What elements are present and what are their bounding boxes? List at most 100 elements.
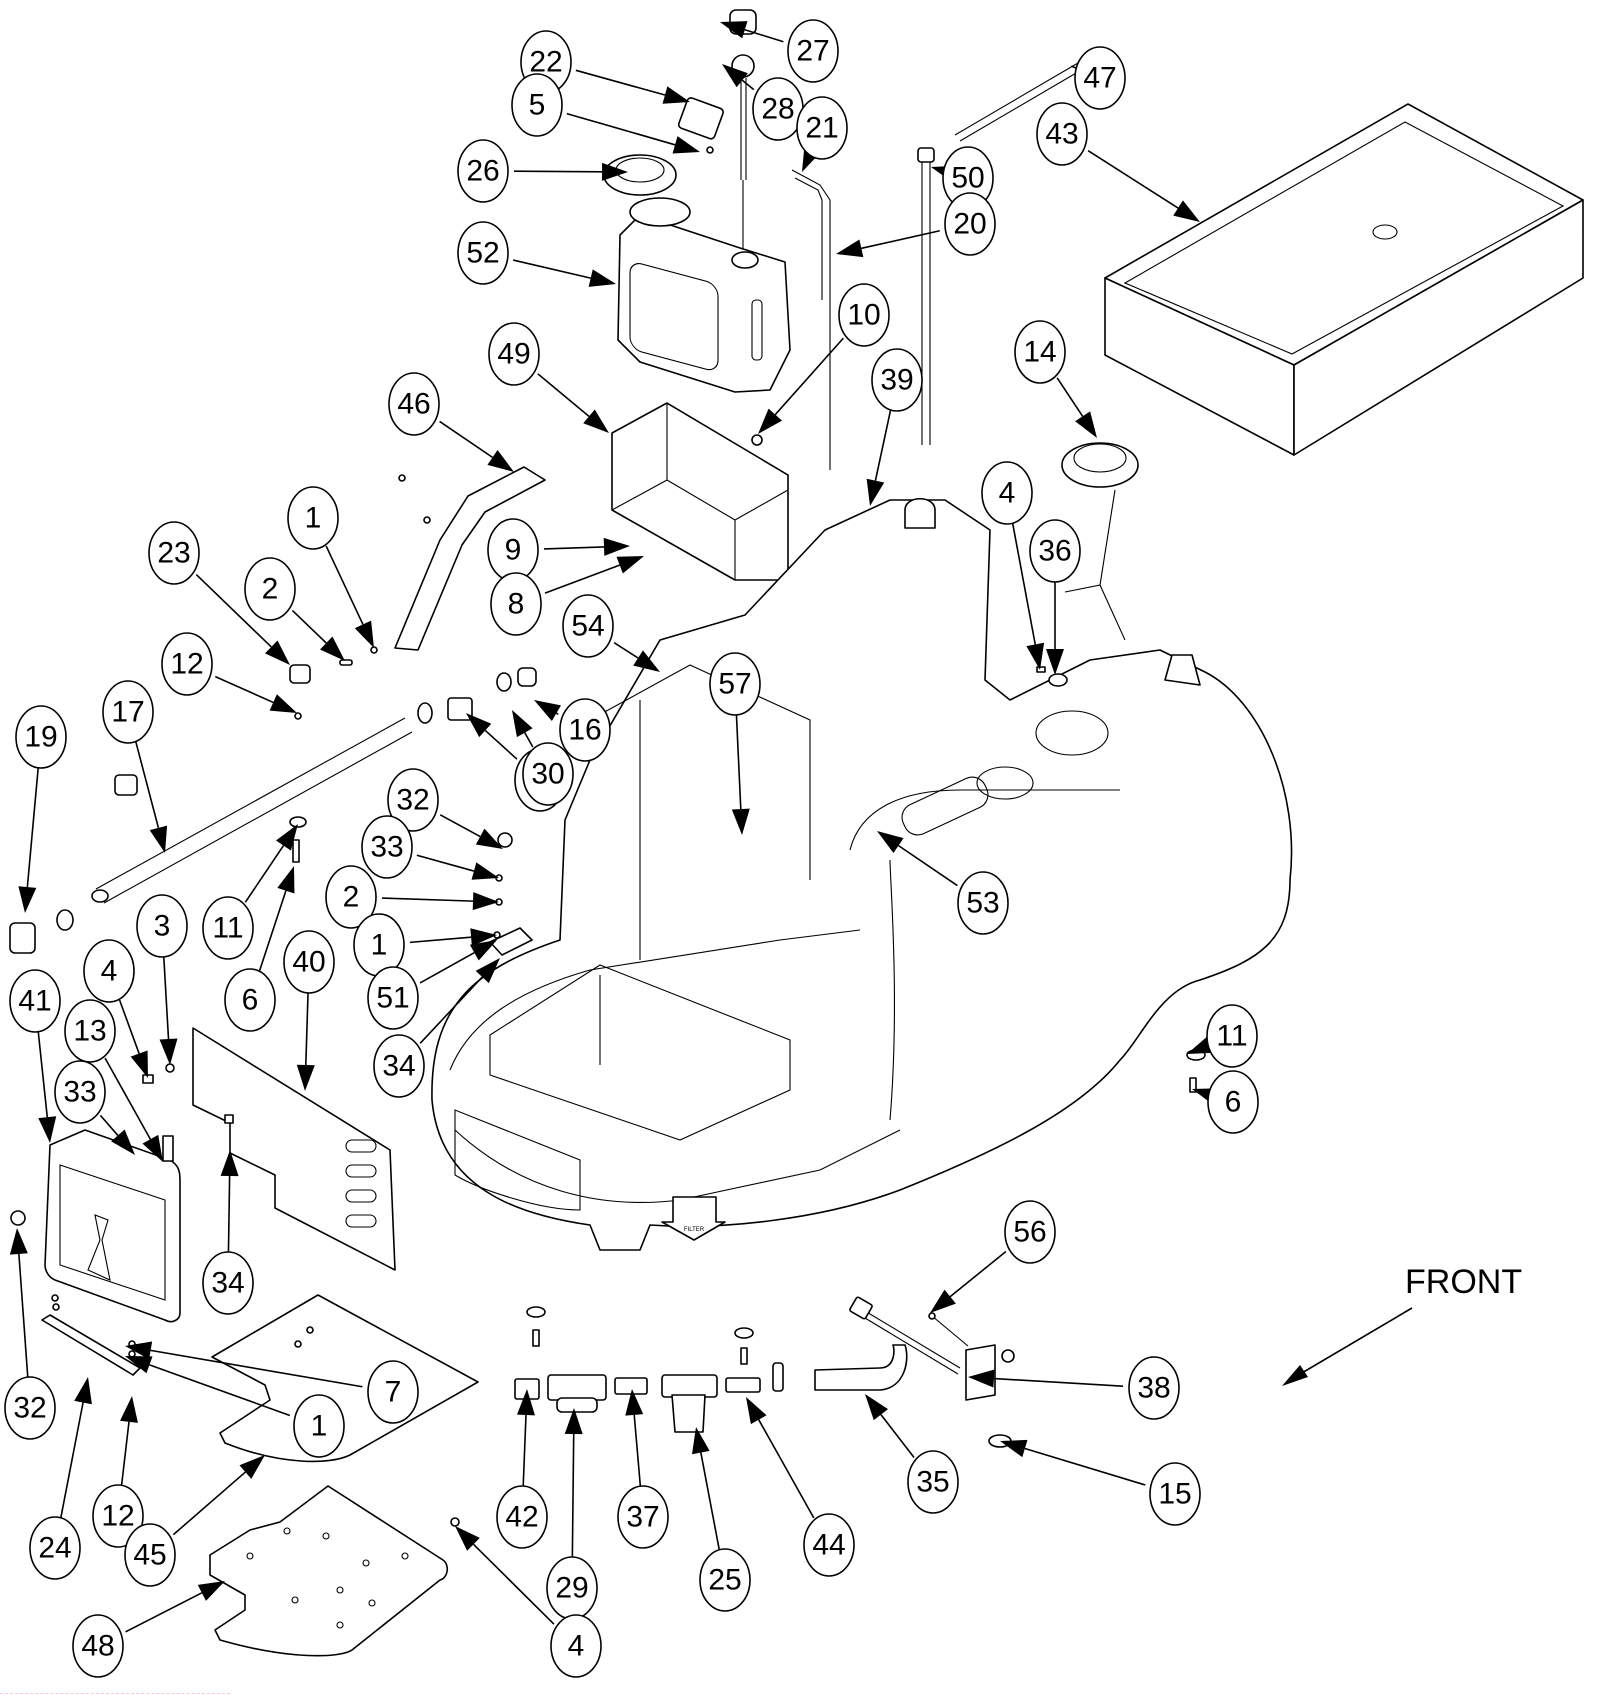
arrowhead-icon [276, 824, 298, 851]
arrowhead-icon [583, 409, 609, 433]
callout-46: 46 [388, 372, 514, 472]
hose-17 [9, 667, 537, 954]
leader-line [575, 69, 666, 96]
leader-line [556, 712, 559, 715]
arrowhead-icon [731, 808, 750, 835]
leader-line [125, 1592, 203, 1633]
arrowhead-icon [534, 700, 561, 721]
callout-number: 28 [761, 93, 794, 126]
leader-line [861, 229, 940, 250]
arrowhead-icon [672, 136, 700, 154]
arrowhead-icon [865, 1394, 889, 1421]
fill-cap-14 [1061, 442, 1139, 641]
front-arrow-line [1289, 1307, 1413, 1381]
callout-41: 41 [9, 969, 61, 1143]
callout-9: 9 [487, 518, 630, 582]
callout-43: 43 [1036, 102, 1200, 222]
arrowhead-icon [1173, 200, 1200, 222]
callout-circle [457, 221, 509, 285]
callout-42: 42 [496, 1389, 548, 1549]
callout-14: 14 [1014, 320, 1097, 438]
callout-17: 17 [102, 680, 168, 853]
callout-36: 36 [1029, 519, 1081, 675]
arrowhead-icon [564, 1408, 583, 1435]
callout-45: 45 [124, 1455, 265, 1587]
callout-number: 51 [376, 982, 409, 1015]
callout-6: 6 [224, 866, 295, 1032]
callout-30: 30 [512, 710, 574, 806]
callout-circle [367, 966, 419, 1030]
leader-line [172, 1471, 246, 1536]
callout-circle [15, 705, 67, 769]
arrowhead-icon [277, 866, 295, 894]
leader-line [744, 28, 784, 43]
callout-29: 29 [546, 1408, 598, 1620]
callout-number: 16 [568, 714, 601, 747]
callout-number: 9 [505, 534, 522, 567]
arrowhead-icon [475, 958, 500, 984]
arrowhead-icon [1000, 1439, 1028, 1458]
callout-number: 41 [18, 985, 51, 1018]
callout-number: 27 [796, 35, 829, 68]
tube-47 [954, 62, 1084, 142]
callout-number: 33 [63, 1076, 96, 1109]
arrowhead-icon [603, 537, 630, 556]
arrowhead-icon [455, 1526, 480, 1551]
callout-circle [325, 865, 377, 929]
callout-number: 2 [262, 573, 279, 606]
arrowhead-icon [691, 1427, 710, 1455]
leader-line [758, 1419, 815, 1519]
callout-50: 50 [931, 146, 994, 210]
arrowhead-icon [516, 1389, 535, 1416]
callout-44: 44 [746, 1397, 855, 1577]
callout-number: 14 [1023, 336, 1056, 369]
callout-circle [522, 742, 574, 806]
callout-circle [161, 632, 213, 696]
callout-4: 4 [455, 1526, 602, 1678]
callout-number: 21 [805, 112, 838, 145]
front-indicator: FRONT [1282, 1263, 1522, 1386]
leader-line [700, 1452, 721, 1550]
leader-line [439, 814, 481, 838]
arrowhead-icon [239, 1455, 265, 1479]
arrowhead-icon [220, 1150, 239, 1177]
callout-circle [981, 461, 1033, 525]
arrowhead-icon [111, 1129, 135, 1155]
callout-circle [1206, 1004, 1258, 1068]
leader-line [162, 956, 170, 1040]
callout-circle [283, 930, 335, 994]
leader-line [613, 642, 639, 659]
callout-number: 32 [13, 1392, 46, 1425]
arrowhead-icon [866, 478, 885, 506]
arrowhead-icon [38, 1116, 57, 1143]
callout-number: 3 [154, 910, 171, 943]
callout-number: 34 [211, 1267, 244, 1300]
leader-line [513, 170, 603, 173]
callout-number: 54 [571, 610, 604, 643]
callout-circle [124, 1523, 176, 1587]
callout-number: 7 [385, 1376, 402, 1409]
arrowhead-icon [877, 831, 904, 854]
callout-circle [373, 1034, 425, 1098]
leader-line [880, 1414, 915, 1458]
callout-number: 4 [101, 955, 118, 988]
callout-circle [202, 1251, 254, 1315]
arrowhead-icon [269, 694, 297, 713]
arrowhead-icon [1075, 411, 1097, 438]
callout-circle [1036, 102, 1088, 166]
callout-49: 49 [488, 322, 609, 433]
callout-circle [83, 939, 135, 1003]
callout-circle [871, 348, 923, 412]
leader-line [1056, 377, 1084, 417]
callout-circle [361, 815, 413, 879]
callout-number: 24 [38, 1532, 71, 1565]
callout-circle [617, 1485, 669, 1549]
callout-52: 52 [457, 221, 616, 287]
leader-line [898, 844, 958, 887]
leader-line [484, 729, 518, 760]
leader-line [409, 936, 472, 944]
arrowhead-icon [296, 1064, 315, 1091]
callout-3: 3 [136, 894, 188, 1065]
callout-number: 6 [242, 984, 259, 1017]
